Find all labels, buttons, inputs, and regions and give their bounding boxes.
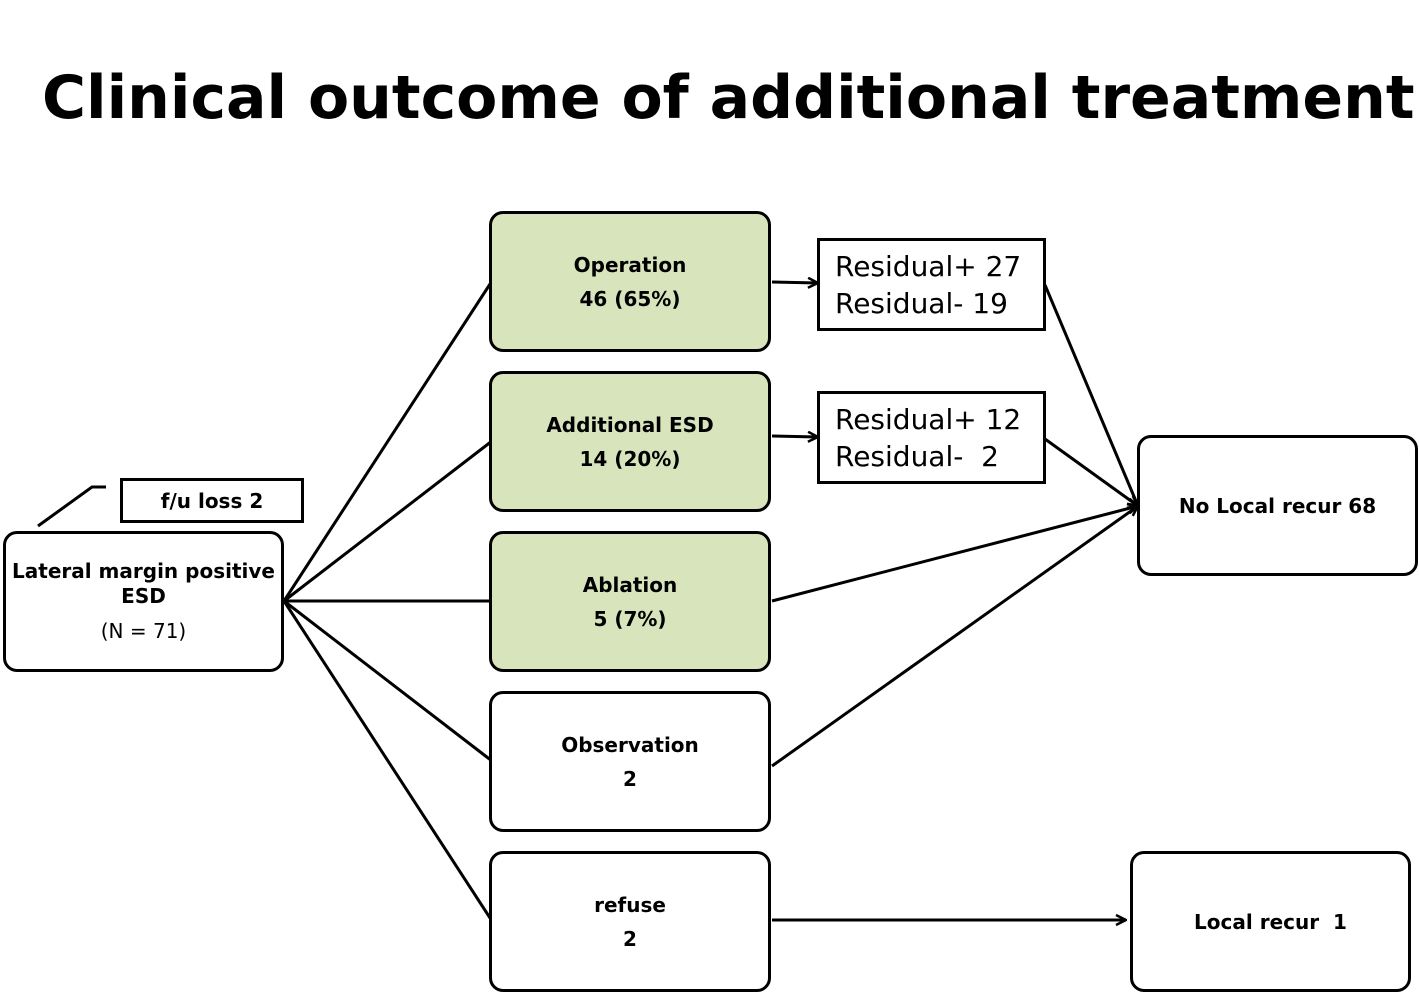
refuse-value: 2	[623, 926, 637, 951]
operation-label: Operation	[573, 252, 687, 277]
start-node-label: Lateral margin positive	[12, 559, 275, 583]
connector-fu-loss	[37, 485, 106, 528]
refuse-label: refuse	[594, 892, 666, 917]
no-local-recur-label: No Local recur 68	[1178, 493, 1377, 518]
connector-start-observation	[283, 599, 493, 763]
arrow-operation-residual	[771, 282, 818, 283]
operation-value: 46 (65%)	[579, 286, 681, 311]
esd-residual-positive: Residual+ 12	[835, 402, 1022, 436]
refuse-box: refuse 2	[489, 851, 771, 992]
local-recur-label: Local recur 1	[1194, 909, 1347, 934]
page-title: Clinical outcome of additional treatment	[42, 63, 1415, 133]
arrow-esd-residual	[771, 436, 818, 437]
operation-residual-positive: Residual+ 27	[835, 249, 1022, 283]
fu-loss-box: f/u loss 2	[120, 478, 304, 523]
start-node-count: (N = 71)	[100, 619, 187, 643]
arrow-ablation-to-no-recur	[771, 506, 1138, 603]
fu-loss-label: f/u loss 2	[160, 488, 264, 513]
esd-residual-box: Residual+ 12 Residual- 2	[817, 391, 1046, 484]
no-local-recur-box: No Local recur 68	[1137, 435, 1418, 576]
arrow-operation-residual-to-no-recur	[1043, 284, 1138, 506]
observation-box: Observation 2	[489, 691, 771, 832]
ablation-box: Ablation 5 (7%)	[489, 531, 771, 672]
ablation-label: Ablation	[582, 572, 678, 597]
operation-residual-negative: Residual- 19	[835, 286, 1008, 320]
ablation-value: 5 (7%)	[593, 606, 667, 631]
operation-residual-box: Residual+ 27 Residual- 19	[817, 238, 1046, 331]
esd-residual-negative: Residual- 2	[835, 439, 999, 473]
connector-start-operation	[282, 280, 494, 602]
local-recur-box: Local recur 1	[1130, 851, 1411, 992]
observation-label: Observation	[561, 732, 699, 757]
additional-esd-box: Additional ESD 14 (20%)	[489, 371, 771, 512]
connector-start-additional-esd	[283, 439, 493, 603]
observation-value: 2	[623, 766, 637, 791]
arrow-observation-to-no-recur	[771, 506, 1138, 768]
additional-esd-value: 14 (20%)	[579, 446, 681, 471]
operation-box: Operation 46 (65%)	[489, 211, 771, 352]
arrow-esd-residual-to-no-recur	[1044, 437, 1138, 506]
connector-start-refuse	[282, 600, 494, 922]
start-node-box: Lateral margin positive ESD (N = 71)	[3, 531, 284, 672]
start-node-label-cont: ESD	[121, 584, 166, 608]
additional-esd-label: Additional ESD	[546, 412, 714, 437]
